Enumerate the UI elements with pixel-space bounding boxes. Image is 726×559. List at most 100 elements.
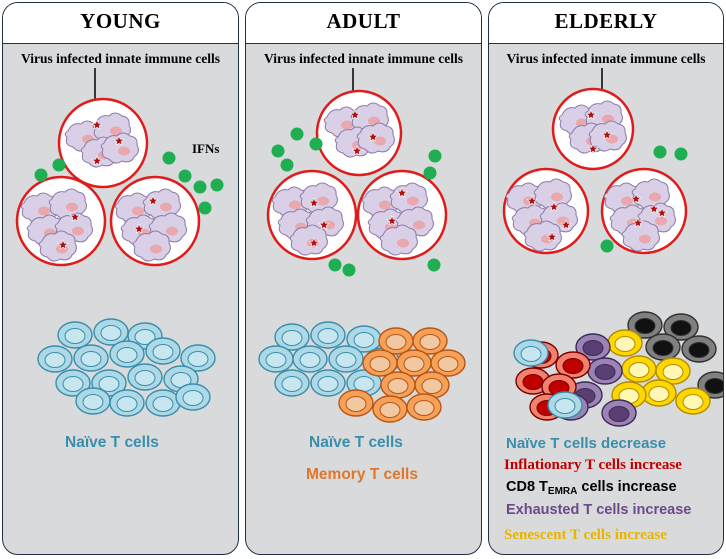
t-cell-nucleus [520,346,542,362]
cell-nucleus [649,192,661,202]
virus-icon [526,195,538,206]
t-cell-nucleus [317,376,339,392]
t-cell-nucleus [116,396,138,412]
panel-adult: ADULT Virus infected innate immune cells… [245,2,482,555]
naive-caption: Naïve T cells [65,434,159,451]
virus-icon [367,131,379,142]
cd8-prefix: CD8 T [506,479,548,495]
t-cell-nucleus [554,398,576,414]
panel-header [3,3,238,44]
t-cell-nucleus [152,396,174,412]
panel-young: YOUNG Virus infected innate immune cells… [2,2,239,555]
t-cell-nucleus [317,328,339,344]
ifn-dot [193,180,207,194]
virus-icon [91,155,103,166]
t-cell-nucleus [704,378,723,394]
ifn-dot [309,137,323,151]
senescent-caption: Senescent T cells increase [504,527,667,543]
t-cell-nucleus [379,402,401,418]
t-cell-nucleus [265,352,287,368]
panel-elderly: ELDERLY Virus infected innate immune cel… [488,2,724,555]
young-illustration [15,68,224,417]
ifn-dot [162,151,176,165]
ifn-dot [280,158,294,172]
cell-nucleus [413,220,425,230]
t-cell-nucleus [670,320,692,336]
t-cell-nucleus [385,334,407,350]
cd8-emra-caption: CD8 TEMRA cells increase [506,479,677,497]
cell-nucleus [132,206,144,216]
virus-label: Virus infected innate immune cells [506,51,706,66]
virus-icon [648,203,660,214]
virus-icon [351,145,363,156]
cell-nucleus [38,206,50,216]
t-cell-nucleus [345,396,367,412]
cell-nucleus [374,136,386,146]
t-cell-nucleus [134,370,156,386]
cd8-suffix: cells increase [581,479,677,495]
virus-icon [308,237,320,248]
t-cell-nucleus [562,358,584,374]
t-cell-nucleus [634,318,656,334]
virus-icon [386,215,398,226]
naive-decrease-caption: Naïve T cells decrease [506,435,667,452]
virus-icon [133,223,145,234]
virus-icon [91,119,103,130]
ifn-dot [328,258,342,272]
cell-nucleus [379,200,391,210]
ifn-dot [271,144,285,158]
ifn-dot [34,168,48,182]
t-cell-nucleus [662,364,684,380]
ifn-dot [600,239,614,253]
cell-nucleus [166,226,178,236]
panel-title: YOUNG [80,9,161,33]
cell-nucleus [397,238,409,248]
panel-header [246,3,481,44]
cell-nucleus [407,196,419,206]
virus-icon [630,193,642,204]
naive-caption: Naïve T cells [309,434,403,451]
elderly-illustration [502,68,723,427]
cell-nucleus [576,118,588,128]
cell-nucleus [341,120,353,130]
ifn-dot [427,258,441,272]
virus-label: Virus infected innate immune cells [264,51,463,66]
virus-icon [69,211,81,222]
virus-icon [632,217,644,228]
t-cell-nucleus [614,336,636,352]
virus-icon [349,109,361,120]
t-cell-nucleus [594,364,616,380]
t-cell-nucleus [387,378,409,394]
ifn-dot [423,166,437,180]
virus-icon [396,187,408,198]
t-cell-nucleus [353,376,375,392]
virus-icon [548,201,560,212]
t-cell-nucleus [419,334,441,350]
cell-nucleus [639,234,651,244]
t-cell-nucleus [182,390,204,406]
cell-nucleus [66,202,78,212]
cd8-subscript: EMRA [547,486,578,497]
t-cell-nucleus [64,328,86,344]
t-cell-nucleus [582,340,604,356]
t-cell-nucleus [413,400,435,416]
ifn-dot [428,149,442,163]
t-cell-nucleus [369,356,391,372]
panel-header [489,3,723,44]
t-cell-nucleus [522,374,544,390]
virus-icon [585,109,597,120]
t-cell-nucleus [437,356,459,372]
cell-nucleus [72,226,84,236]
t-cell-nucleus [281,330,303,346]
virus-icon [318,219,330,230]
cell-nucleus [110,126,122,136]
t-cell-nucleus [98,376,120,392]
cell-nucleus [551,192,563,202]
inflationary-caption: Inflationary T cells increase [504,457,682,473]
t-cell-nucleus [648,386,670,402]
ifn-dot [178,169,192,183]
cell-nucleus [160,202,172,212]
t-cell-nucleus [421,378,443,394]
t-cell-nucleus [682,394,704,410]
virus-icon [147,195,159,206]
